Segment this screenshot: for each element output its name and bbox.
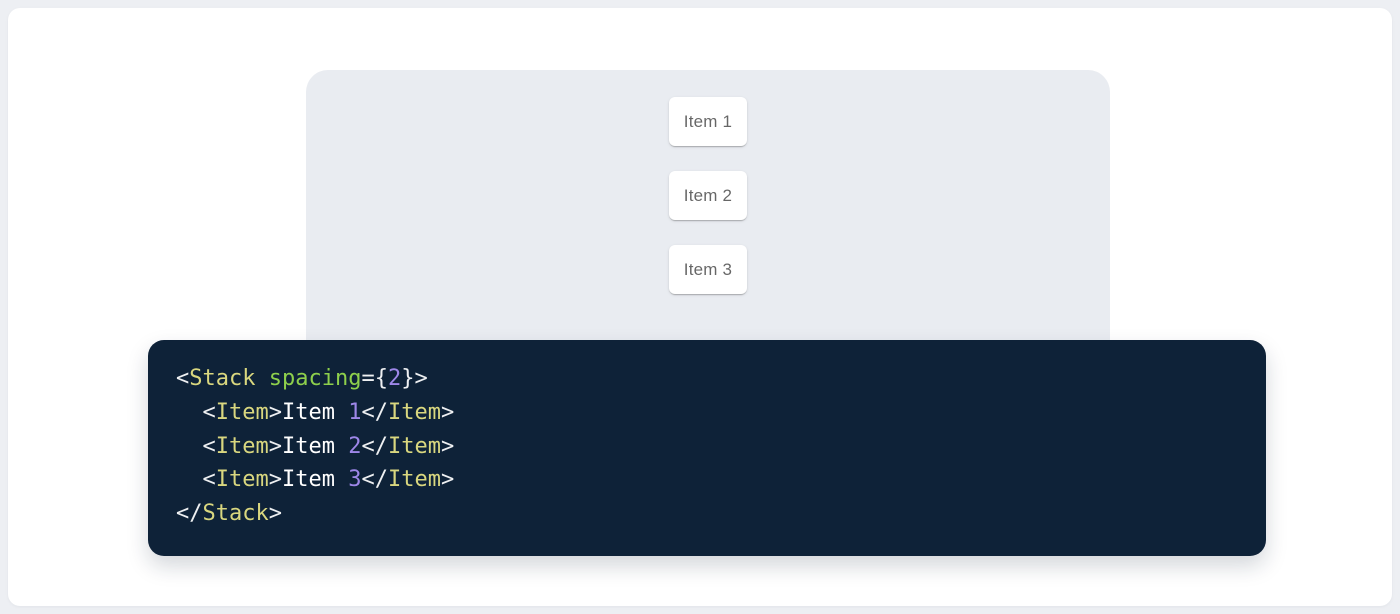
code-line: <Item>Item 3</Item>: [202, 467, 455, 493]
stack-item: Item 2: [669, 171, 747, 220]
stack-demo-panel: Item 1 Item 2 Item 3: [306, 70, 1110, 370]
code-line: </Stack>: [176, 501, 282, 527]
code-block: <Stack spacing={2}> <Item>Item 1</Item> …: [148, 340, 1266, 556]
code-lines: <Stack spacing={2}> <Item>Item 1</Item> …: [176, 362, 1238, 531]
stack-item: Item 1: [669, 97, 747, 146]
code-line: <Stack spacing={2}>: [176, 366, 428, 391]
stack-item: Item 3: [669, 245, 747, 294]
code-line: <Item>Item 2</Item>: [202, 433, 455, 459]
code-line: <Item>Item 1</Item>: [202, 399, 455, 425]
content-card: Item 1 Item 2 Item 3 <Stack spacing={2}>…: [8, 8, 1392, 606]
